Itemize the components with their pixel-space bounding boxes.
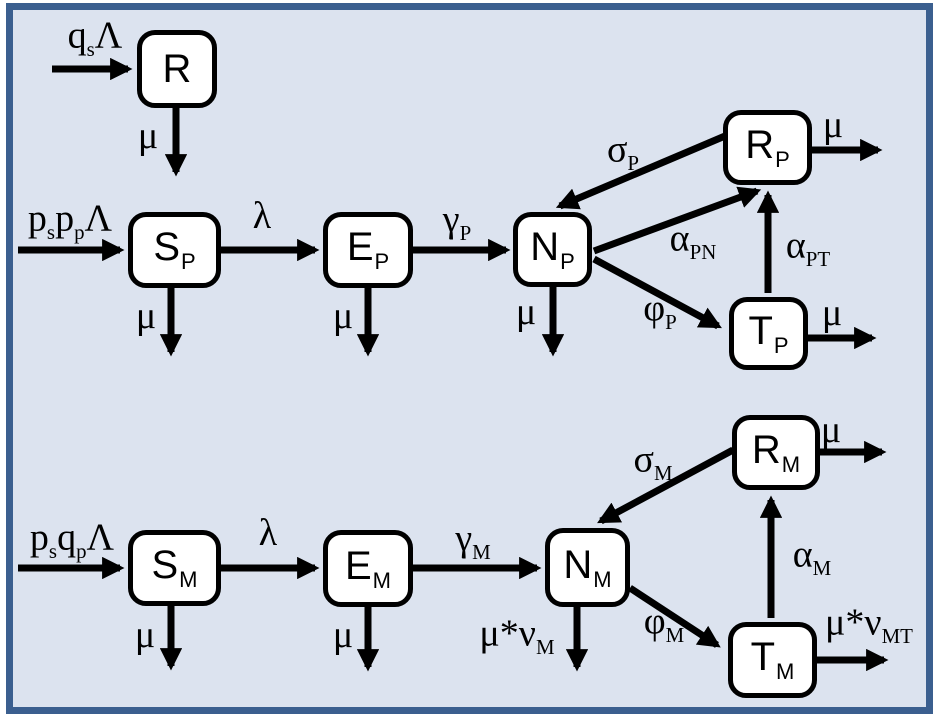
label-mu-nu-M: μ*νM	[479, 612, 555, 659]
label-sigma-P: σP	[606, 128, 640, 175]
compartment-TM-label: TM	[750, 635, 795, 684]
compartment-EP: EP	[323, 212, 413, 288]
label-ps-qp-lambda: psqpΛ	[29, 516, 115, 563]
arrow-NP-RP-alpha	[592, 186, 762, 255]
label-gamma-P: γP	[442, 198, 472, 245]
arrow-RM-NM-sigma	[597, 446, 735, 525]
compartment-RP: RP	[723, 110, 812, 185]
compartment-TP-label: TP	[748, 308, 789, 358]
compartment-RM: RM	[732, 415, 820, 490]
label-alpha-PN: αPN	[669, 217, 717, 264]
label-mu-RM: μ	[820, 409, 842, 451]
label-mu-nu-MT: μ*νMT	[825, 601, 913, 648]
arrow-RP-NP-sigma	[555, 132, 727, 210]
label-mu-EP: μ	[332, 295, 354, 337]
label-mu-EM: μ	[332, 614, 354, 656]
label-sigma-M: σM	[633, 438, 673, 485]
compartment-TM: TM	[728, 622, 817, 698]
label-mu-R: μ	[137, 115, 159, 157]
arrow-NP-TP-phi	[592, 255, 722, 330]
compartment-EM: EM	[323, 530, 413, 607]
compartment-NM: NM	[545, 528, 630, 607]
compartment-NP-label: NP	[530, 224, 575, 274]
label-lambda-M: λ	[258, 512, 278, 554]
compartment-TP: TP	[729, 297, 808, 370]
compartment-SM-label: SM	[151, 543, 198, 592]
compartment-RM-label: RM	[751, 427, 801, 477]
label-mu-SM: μ	[134, 614, 156, 656]
compartment-R: R	[137, 30, 217, 108]
label-qs-lambda: qsΛ	[67, 14, 123, 61]
label-mu-NP: μ	[515, 291, 537, 333]
label-phi-P: φP	[643, 287, 677, 334]
compartment-RP-label: RP	[745, 122, 790, 172]
label-mu-TP: μ	[821, 292, 843, 334]
label-alpha-PT: αPT	[785, 224, 831, 271]
label-phi-M: φM	[643, 600, 685, 647]
label-alpha-M: αM	[792, 533, 832, 580]
compartment-NM-label: NM	[563, 542, 612, 592]
compartment-EM-label: EM	[344, 543, 391, 593]
compartment-SP-label: SP	[153, 225, 196, 274]
compartment-R-label: R	[162, 47, 192, 91]
compartment-EP-label: EP	[346, 225, 390, 274]
compartment-SP: SP	[128, 212, 221, 288]
label-lambda-P: λ	[252, 195, 272, 237]
compartment-SM: SM	[128, 530, 221, 606]
compartment-NP: NP	[513, 212, 592, 287]
label-gamma-M: γM	[455, 517, 491, 564]
arrow-NM-TM-phi	[628, 585, 721, 648]
label-mu-RP: μ	[822, 104, 844, 146]
label-mu-SP: μ	[135, 295, 157, 337]
label-ps-pp-lambda: psppΛ	[27, 197, 113, 244]
